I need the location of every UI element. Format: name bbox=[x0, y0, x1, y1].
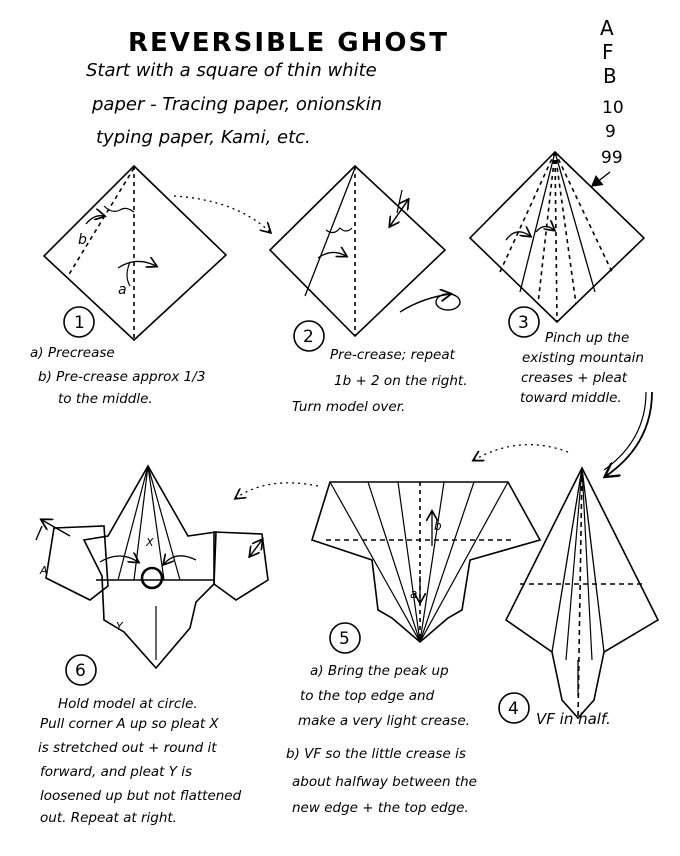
step-5-caption-1: a) Bring the peak up bbox=[310, 663, 449, 679]
step-6-caption-3: is stretched out + round it bbox=[38, 740, 217, 756]
step-1-number-circle bbox=[64, 307, 94, 337]
step-5-caption-5: about halfway between the bbox=[292, 774, 477, 790]
step-6-hold-circle bbox=[142, 568, 162, 588]
step-2-caption-3: Turn model over. bbox=[292, 399, 406, 415]
step-5-caption-4: b) VF so the little crease is bbox=[286, 746, 466, 762]
step-6-number-circle bbox=[66, 655, 96, 685]
step-1-arrow-b bbox=[86, 216, 104, 224]
step-1-number: 1 bbox=[74, 313, 85, 333]
step-6-label-x: X bbox=[145, 536, 154, 549]
step-1-caption-3: to the middle. bbox=[58, 391, 153, 407]
transition-arrow-3-4 bbox=[606, 392, 652, 476]
side-code-3: B bbox=[603, 64, 617, 88]
step-5-label-a: a bbox=[410, 587, 417, 601]
intro-line-1: Start with a square of thin white bbox=[86, 60, 377, 81]
step-6-diagram bbox=[36, 466, 268, 668]
step-1-diagram bbox=[44, 166, 226, 340]
step-5-caption-3: make a very light crease. bbox=[298, 713, 470, 729]
transition-arrow-4-5 bbox=[474, 445, 568, 460]
step-1-square bbox=[44, 166, 226, 340]
step-5-number: 5 bbox=[339, 629, 350, 649]
step-1-arrow-a bbox=[118, 261, 156, 268]
side-code-4: 10 bbox=[602, 98, 624, 118]
transition-arrow-1-2 bbox=[174, 196, 270, 232]
step-2-caption-1: Pre-crease; repeat bbox=[330, 347, 455, 363]
step-4-caption-1: VF in half. bbox=[536, 710, 611, 728]
step-1-label-a: a bbox=[118, 282, 127, 298]
step-5-caption-6: new edge + the top edge. bbox=[292, 800, 469, 816]
step-5-shape bbox=[312, 482, 540, 642]
side-code-1: A bbox=[600, 16, 614, 40]
step-6-caption-5: loosened up but not flattened bbox=[40, 788, 242, 804]
step-3-caption-2: existing mountain bbox=[522, 350, 644, 366]
step-3-caption-4: toward middle. bbox=[520, 390, 622, 406]
side-code-5: 9 bbox=[605, 122, 616, 142]
step-6-caption-1: Hold model at circle. bbox=[58, 696, 198, 712]
step-1-caption-2: b) Pre-crease approx 1/3 bbox=[38, 369, 206, 385]
step-1-label-b: b bbox=[78, 232, 87, 248]
step-2-caption-2: 1b + 2 on the right. bbox=[334, 373, 468, 389]
step-6-caption-2: Pull corner A up so pleat X bbox=[40, 716, 219, 732]
step-1-third-crease bbox=[68, 168, 134, 276]
step-4-diagram bbox=[506, 468, 658, 718]
step-3-caption-1: Pinch up the bbox=[545, 330, 630, 346]
step-5-caption-2: to the top edge and bbox=[300, 688, 435, 704]
step-2-square bbox=[270, 166, 445, 336]
side-code-2: F bbox=[602, 40, 614, 64]
step-6-caption-4: forward, and pleat Y is bbox=[40, 764, 193, 780]
intro-line-3: typing paper, Kami, etc. bbox=[96, 127, 311, 148]
step-5-diagram bbox=[312, 482, 540, 642]
step-4-number: 4 bbox=[508, 699, 519, 719]
step-6-left-wing bbox=[46, 526, 108, 600]
page-title: REVERSIBLE GHOST bbox=[128, 28, 449, 58]
step-6-number: 6 bbox=[75, 661, 86, 681]
step-3-number: 3 bbox=[518, 313, 529, 333]
step-6-caption-6: out. Repeat at right. bbox=[40, 810, 177, 826]
step-5-number-circle bbox=[330, 623, 360, 653]
step-2-number: 2 bbox=[303, 327, 314, 347]
step-3-caption-3: creases + pleat bbox=[521, 370, 628, 386]
step-3-diagram bbox=[470, 152, 644, 322]
step-3-number-circle bbox=[509, 307, 539, 337]
intro-line-2: paper - Tracing paper, onionskin bbox=[92, 94, 382, 115]
step-6-label-y: Y bbox=[116, 620, 124, 633]
step-5-label-b: b bbox=[434, 519, 442, 533]
step-1-caption-1: a) Precrease bbox=[30, 345, 115, 361]
step-6-label-a: A bbox=[39, 564, 48, 577]
step-2-number-circle bbox=[294, 321, 324, 351]
step-2-diagram bbox=[270, 166, 460, 336]
step-4-number-circle bbox=[499, 693, 529, 723]
transition-arrow-5-6 bbox=[236, 483, 318, 498]
side-code-6: 99 bbox=[601, 148, 623, 168]
step-4-shape bbox=[506, 468, 658, 718]
